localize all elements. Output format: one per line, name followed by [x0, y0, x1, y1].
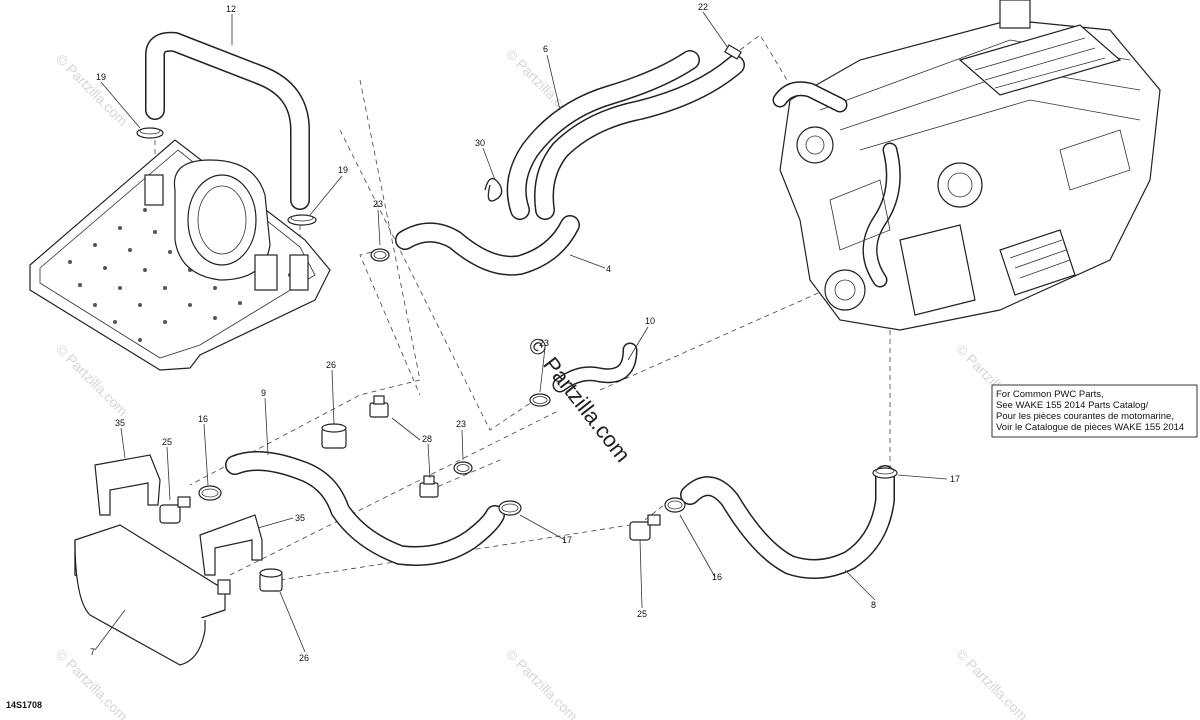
watermark-text: © Partzilla.com	[53, 341, 131, 419]
callout-8: 8	[871, 600, 876, 610]
fitting-28-bottom	[419, 475, 439, 498]
callout-26: 26	[326, 360, 336, 370]
callout-6: 6	[543, 44, 548, 54]
clamp-23-mid	[529, 393, 551, 407]
watermark-copyright: ©	[523, 333, 553, 361]
leader-lines	[94, 11, 948, 653]
callout-35: 35	[115, 418, 125, 428]
clamp-23-top	[370, 248, 390, 262]
figure-id: 14S1708	[6, 700, 42, 710]
clamp-19-bottom	[287, 214, 317, 226]
callout-17: 17	[562, 535, 572, 545]
clamp-22	[724, 44, 742, 60]
callout-22: 22	[698, 2, 708, 12]
callout-19: 19	[338, 165, 348, 175]
fitting-28-top	[369, 395, 389, 418]
callout-23: 23	[373, 199, 383, 209]
callout-25: 25	[162, 437, 172, 447]
spring-30	[484, 178, 503, 202]
callout-35: 35	[295, 513, 305, 523]
callout-25: 25	[637, 609, 647, 619]
callout-labels: 12 19 19 22 6 30 23 4 10 23 26 9 28 23 3…	[90, 2, 960, 663]
callout-16: 16	[198, 414, 208, 424]
callout-9: 9	[261, 388, 266, 398]
fitting-25-left	[159, 496, 191, 524]
callout-26: 26	[299, 653, 309, 663]
mounting-plate	[29, 139, 331, 371]
hose-10	[552, 342, 638, 393]
hose-6	[506, 50, 745, 220]
fitting-26-top	[321, 423, 347, 449]
note-box: For Common PWC Parts, See WAKE 155 2014 …	[991, 384, 1198, 438]
clamp-17-left	[498, 500, 522, 516]
callout-23: 23	[456, 419, 466, 429]
plate-bolt-holes	[68, 208, 292, 342]
bracket-35-left	[94, 454, 161, 516]
callout-7: 7	[90, 647, 95, 657]
callout-12: 12	[226, 4, 236, 14]
oil-cooler	[74, 524, 231, 666]
assembly-lines	[154, 34, 891, 581]
callout-10: 10	[645, 316, 655, 326]
clamp-17-right	[872, 467, 898, 479]
note-line-2: See WAKE 155 2014 Parts Catalog/	[996, 400, 1149, 411]
fitting-26-bottom	[259, 568, 283, 592]
note-line-1: For Common PWC Parts,	[996, 389, 1104, 400]
clamp-16-left	[198, 485, 222, 501]
callout-19: 19	[96, 72, 106, 82]
callout-17: 17	[950, 474, 960, 484]
pump-housing	[144, 159, 309, 291]
callout-4: 4	[606, 264, 611, 274]
note-line-3: Pour les pièces courantes de motomarine,	[996, 411, 1174, 422]
callout-30: 30	[475, 138, 485, 148]
callout-28: 28	[422, 434, 432, 444]
watermark-text: © Partzilla.com	[53, 51, 131, 129]
clamp-19-top	[136, 127, 164, 139]
clamp-23-low	[453, 461, 473, 475]
clamp-16-right	[664, 497, 686, 513]
hose-4	[395, 215, 580, 276]
watermark-text: © Partzilla.com	[953, 646, 1031, 720]
engine-block	[772, 0, 1161, 331]
hose-9	[225, 451, 505, 566]
watermark-text: © Partzilla.com	[503, 646, 581, 720]
bracket-35-right	[199, 514, 263, 576]
callout-16: 16	[712, 572, 722, 582]
callout-23: 23	[539, 338, 549, 348]
hose-8	[680, 465, 895, 579]
note-line-4: Voir le Catalogue de pièces WAKE 155 201…	[996, 422, 1184, 433]
fitting-25-right	[629, 514, 661, 541]
hose-12	[145, 31, 310, 210]
